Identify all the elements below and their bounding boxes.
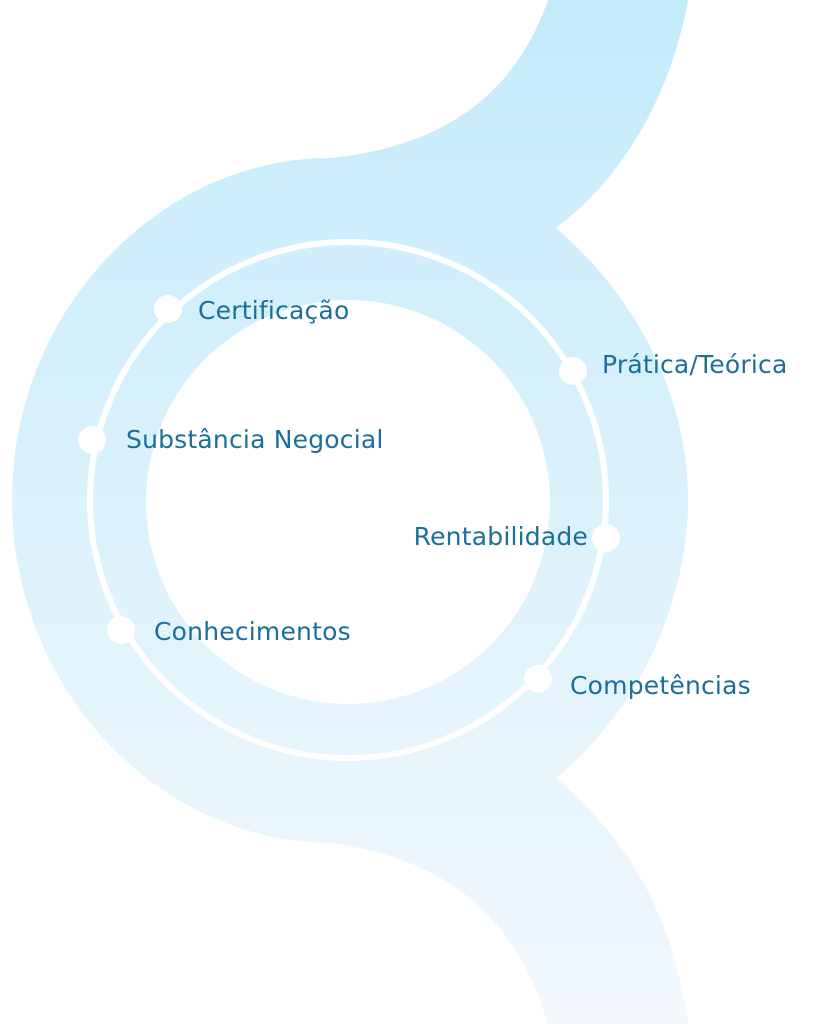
node-pratica-teorica xyxy=(559,357,587,385)
node-substancia-negocial xyxy=(78,426,106,454)
node-conhecimentos xyxy=(107,616,135,644)
node-rentabilidade xyxy=(592,524,620,552)
label-rentabilidade: Rentabilidade xyxy=(413,522,588,551)
background-band-shape xyxy=(12,0,688,1024)
cycle-ring xyxy=(87,239,609,761)
node-competencias xyxy=(524,665,552,693)
label-certificacao: Certificação xyxy=(198,296,350,325)
label-substancia-negocial: Substância Negocial xyxy=(126,425,384,454)
node-certificacao xyxy=(154,295,182,323)
label-pratica-teorica: Prática/Teórica xyxy=(602,350,788,379)
label-conhecimentos: Conhecimentos xyxy=(154,617,351,646)
label-competencias: Competências xyxy=(570,671,751,700)
